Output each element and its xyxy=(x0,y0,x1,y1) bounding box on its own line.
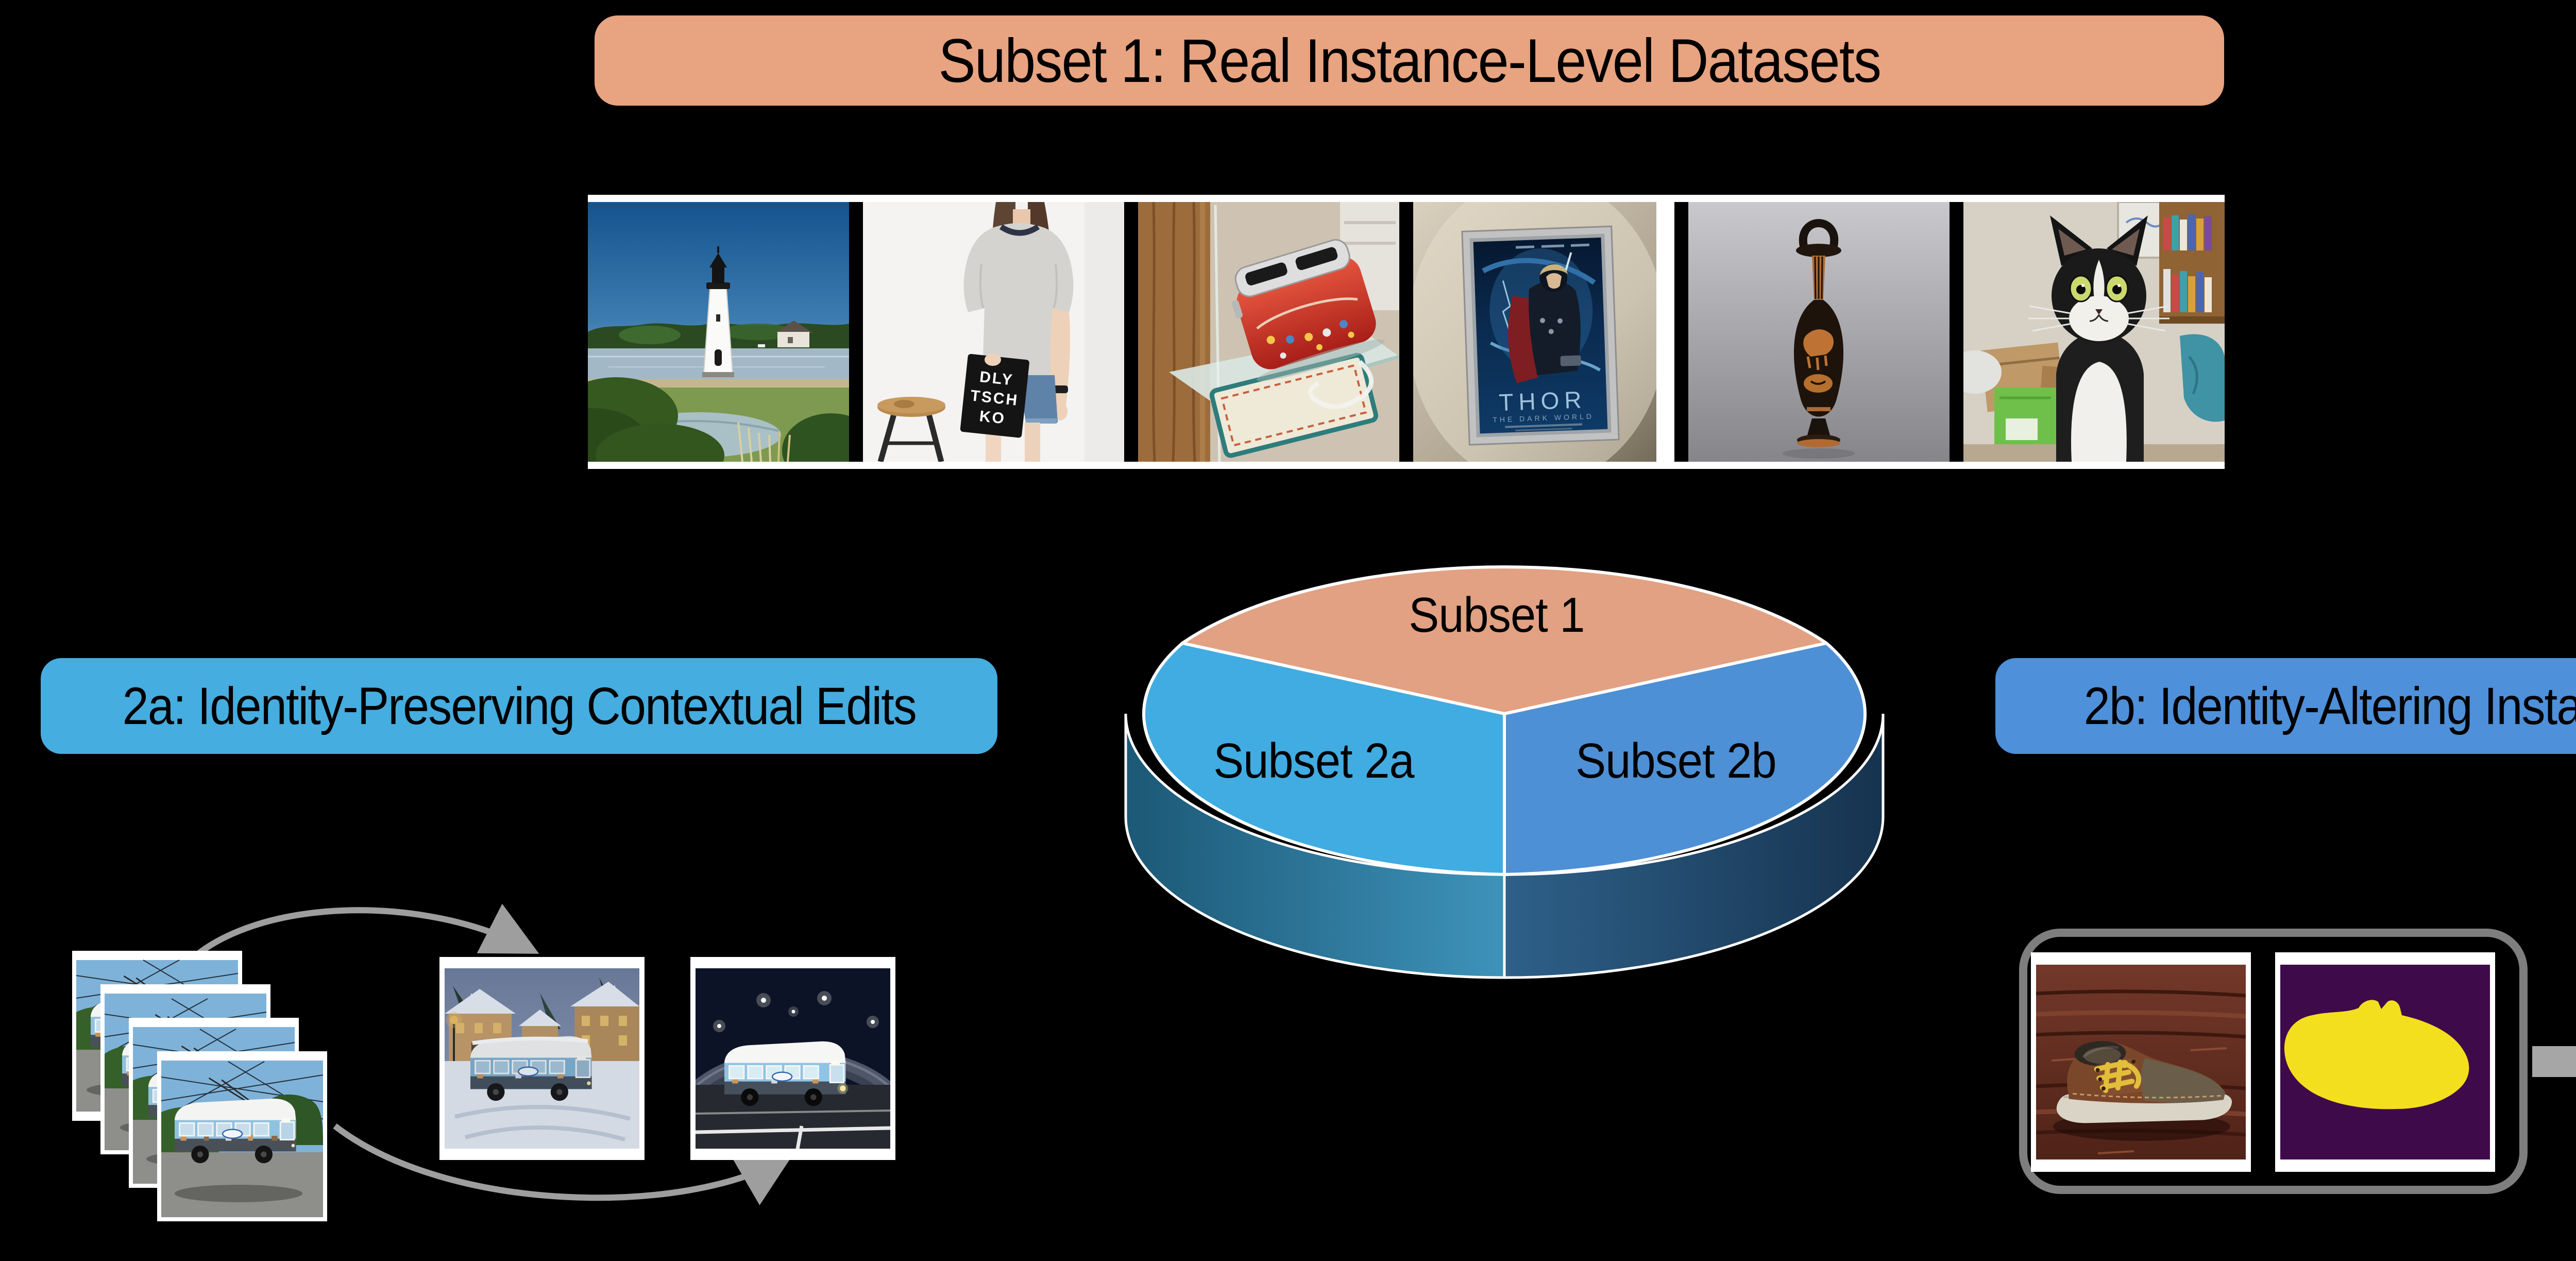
cat xyxy=(2028,215,2170,462)
subsets-pie-chart xyxy=(1124,565,1885,979)
pie-slice-subset2b xyxy=(1503,642,1867,876)
fashion-outfit-photo: DLY TSCH KO xyxy=(863,202,1124,462)
fashion-outfit-art: DLY TSCH KO xyxy=(863,202,1124,462)
pie-side-2b xyxy=(1503,713,1885,979)
tote-bag: DLY TSCH KO xyxy=(960,354,1029,438)
pie-label-subset2a: Subset 2a xyxy=(1213,733,1414,788)
photo-strip-top-rail xyxy=(588,195,2225,202)
thor-subtitle-text: THE DARK WORLD xyxy=(1493,412,1594,424)
poster-frame: THOR THE DARK WORLD xyxy=(1461,225,1620,446)
subset2b-banner-label: 2b: Identity-Altering Instance Edits xyxy=(2083,676,2576,735)
pie-label-subset1: Subset 1 xyxy=(1409,587,1585,643)
thor-poster-art: THOR THE DARK WORLD xyxy=(1413,202,1674,462)
laces xyxy=(2094,1059,2141,1094)
bus-source-photo-4 xyxy=(157,1051,327,1221)
pie-label-subset2b: Subset 2b xyxy=(1575,733,1776,788)
subset1-banner: Subset 1: Real Instance-Level Datasets xyxy=(595,15,2224,106)
bus-in-snow xyxy=(470,1036,592,1101)
subset1-banner-label: Subset 1: Real Instance-Level Datasets xyxy=(938,26,1881,95)
greek-vase-photo xyxy=(1688,202,1950,462)
red-toaster-photo xyxy=(1138,202,1399,462)
toaster xyxy=(1231,239,1385,381)
shoe-mask-photo xyxy=(2275,952,2495,1172)
arrow-to-night-edit xyxy=(333,1123,794,1205)
bag-text-line1: DLY xyxy=(979,368,1014,389)
subset2a-banner-label: 2a: Identity-Preserving Contextual Edits xyxy=(122,676,917,735)
photo-strip-bottom-rail xyxy=(588,462,2225,469)
subset2b-banner: 2b: Identity-Altering Instance Edits xyxy=(1995,658,2576,754)
shoe-mask-blob xyxy=(2284,1000,2469,1109)
red-toaster-art xyxy=(1138,202,1399,462)
cat-art xyxy=(1963,202,2225,462)
stool xyxy=(877,397,945,462)
shoe-input-photo xyxy=(2031,952,2251,1172)
edit-input-frame xyxy=(2019,929,2528,1194)
lighthouse-tower xyxy=(702,246,734,377)
floodlights xyxy=(713,991,879,1032)
subset2a-banner: 2a: Identity-Preserving Contextual Edits xyxy=(41,658,997,754)
cat-photo xyxy=(1963,202,2225,462)
thor-poster-photo: THOR THE DARK WORLD xyxy=(1413,202,1674,462)
greek-vase-art xyxy=(1688,202,1950,462)
lighthouse-photo-art xyxy=(588,202,849,462)
vase xyxy=(1793,219,1844,447)
shelf-books xyxy=(2163,214,2212,312)
bus-snow-edit-photo xyxy=(439,957,645,1160)
edit-result-arrow xyxy=(2532,1027,2576,1096)
bus-night-edit-photo xyxy=(690,957,895,1160)
pie-slice-subset2a xyxy=(1142,642,1506,876)
bus-at-night xyxy=(724,1041,849,1106)
bag-text-line3: KO xyxy=(978,408,1006,427)
thor-title-text: THOR xyxy=(1498,386,1587,416)
shoe xyxy=(2057,1041,2232,1123)
lighthouse-photo xyxy=(588,202,849,462)
